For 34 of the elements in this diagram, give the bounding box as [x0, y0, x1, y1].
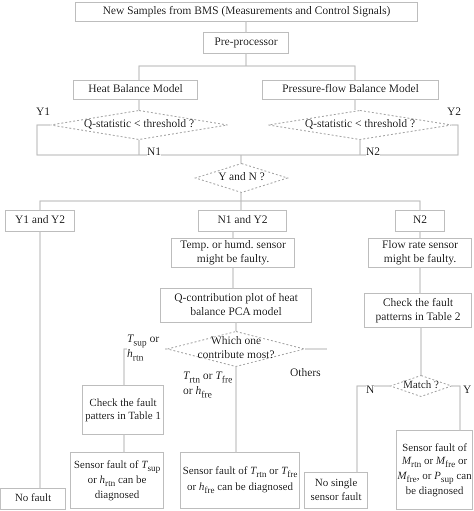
- edge-label: T$_{sup}$ or h$_{rtn}$: [127, 333, 165, 364]
- connector-line: [246, 54, 356, 80]
- connector-line: [240, 124, 458, 164]
- branch-line: [304, 348, 328, 350]
- process-box: No fault: [0, 488, 66, 510]
- process-box: Pressure-flow Balance Model: [262, 80, 439, 100]
- process-box: N1 and Y2: [198, 210, 287, 232]
- connector-line: [356, 386, 390, 472]
- process-box: New Samples from BMS (Measurements and Control Signals): [75, 2, 418, 22]
- connector-line: [420, 328, 422, 376]
- connector-line: [354, 100, 356, 110]
- process-box: Flow rate sensor might be faulty.: [368, 238, 472, 268]
- decision-diamond: Which one contribute most?: [167, 331, 305, 367]
- process-box: Sensor fault of T$_{sup}$ or h$_{rtn}$ can be diagnosed: [70, 452, 164, 509]
- decision-diamond: Y and N ?: [195, 163, 288, 193]
- connector-line: [138, 100, 140, 110]
- decision-diamond: Match ?: [390, 375, 452, 397]
- connector-line: [232, 268, 234, 288]
- process-box: Check the fault patterns in Table 2: [364, 293, 472, 328]
- process-box: Sensor fault of T$_{rtn}$ or T$_{fre}$ or h$_{fre}$ can be diagnosed: [180, 452, 300, 509]
- process-box: Pre-processor: [203, 32, 289, 54]
- connector-line: [240, 192, 420, 210]
- process-box: Q-contribution plot of heat balance PCA model: [160, 288, 312, 323]
- process-box: Check the fault patters in Table 1: [82, 385, 164, 435]
- decision-diamond: Q-statistic < threshold ?: [50, 110, 228, 140]
- edge-label: T$_{rtn}$ or T$_{fre}$ or h$_{fre}$: [183, 370, 235, 401]
- connector-line: [232, 232, 234, 238]
- process-box: Y1 and Y2: [5, 210, 75, 232]
- connector-line: [452, 386, 460, 430]
- process-box: N2: [395, 210, 445, 232]
- process-box: Temp. or humd. sensor might be faulty.: [171, 238, 295, 268]
- process-box: Sensor fault of M$_{rtn}$ or M$_{fre}$ or M$_{fre}$, or P$_{sup}$ can be diagnosed: [396, 430, 473, 510]
- process-box: Heat Balance Model: [73, 80, 198, 100]
- process-box: No single sensor fault: [304, 472, 368, 509]
